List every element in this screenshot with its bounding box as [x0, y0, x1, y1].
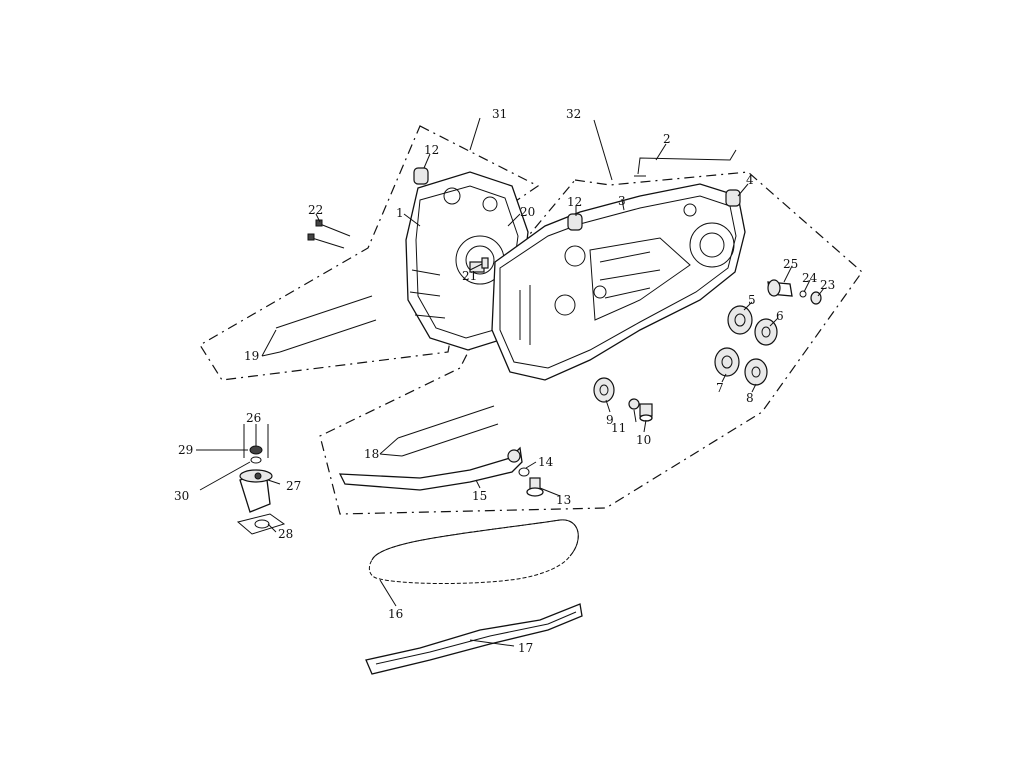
callout-24: 24	[802, 271, 818, 285]
callout-labels: 31 32 2 12 3 4 12 1 20 22 21 19 25 24 23…	[174, 107, 835, 655]
callout-15: 15	[472, 489, 487, 503]
callout-30: 30	[174, 489, 189, 503]
washer-14	[518, 467, 530, 477]
callout-32: 32	[566, 107, 581, 121]
callout-17: 17	[518, 641, 533, 655]
callout-23: 23	[820, 278, 835, 292]
callout-22: 22	[308, 203, 323, 217]
callout-12-right: 12	[567, 195, 582, 209]
bolts-22	[307, 219, 351, 249]
callout-31: 31	[492, 107, 507, 121]
right-crankcase-half	[491, 183, 746, 381]
callout-8: 8	[746, 391, 754, 405]
callout-29: 29	[178, 443, 193, 457]
shaft-25	[767, 279, 793, 297]
leader-lines	[196, 117, 825, 647]
studs-18	[397, 405, 499, 457]
bearing-8	[744, 358, 768, 386]
callout-9: 9	[606, 413, 614, 427]
cam-chain-16	[368, 519, 579, 585]
bush-12-left	[413, 167, 429, 185]
bolt-13	[526, 477, 544, 497]
bolt-10	[639, 403, 653, 422]
bearing-6	[754, 318, 778, 346]
tensioner-arm-15	[338, 446, 523, 491]
chain-guide-17	[365, 603, 583, 675]
bushing-4	[725, 189, 741, 207]
callout-1: 1	[396, 206, 404, 220]
callout-21: 21	[462, 269, 477, 283]
bush-12-right	[567, 213, 583, 231]
callout-20: 20	[520, 205, 535, 219]
bolts-26	[243, 436, 269, 458]
callout-16: 16	[388, 607, 403, 621]
gasket-28	[236, 513, 286, 535]
callout-11: 11	[611, 421, 626, 435]
callout-3: 3	[618, 194, 626, 208]
callout-2: 2	[663, 132, 671, 146]
callout-28: 28	[278, 527, 293, 541]
bearing-9	[593, 377, 615, 403]
callout-5: 5	[748, 293, 756, 307]
callout-26: 26	[246, 411, 261, 425]
callout-10: 10	[636, 433, 651, 447]
bearing-5	[727, 305, 753, 335]
dowel-21	[481, 257, 489, 269]
callout-18: 18	[364, 447, 379, 461]
clip-24	[799, 290, 807, 298]
callout-14: 14	[538, 455, 554, 469]
callout-4: 4	[746, 173, 754, 187]
callout-13: 13	[556, 493, 571, 507]
callout-25: 25	[783, 257, 798, 271]
callout-12-left: 12	[424, 143, 439, 157]
washer-11	[628, 398, 640, 410]
callout-7: 7	[716, 381, 724, 395]
studs-19	[275, 295, 377, 353]
oil-pipe	[634, 149, 737, 177]
bearing-7	[714, 347, 740, 377]
callout-27: 27	[286, 479, 301, 493]
plug-29	[249, 445, 263, 455]
tensioner-body-27	[239, 469, 273, 513]
o-ring-30	[250, 456, 262, 464]
callout-19: 19	[244, 349, 259, 363]
callout-6: 6	[776, 309, 784, 323]
